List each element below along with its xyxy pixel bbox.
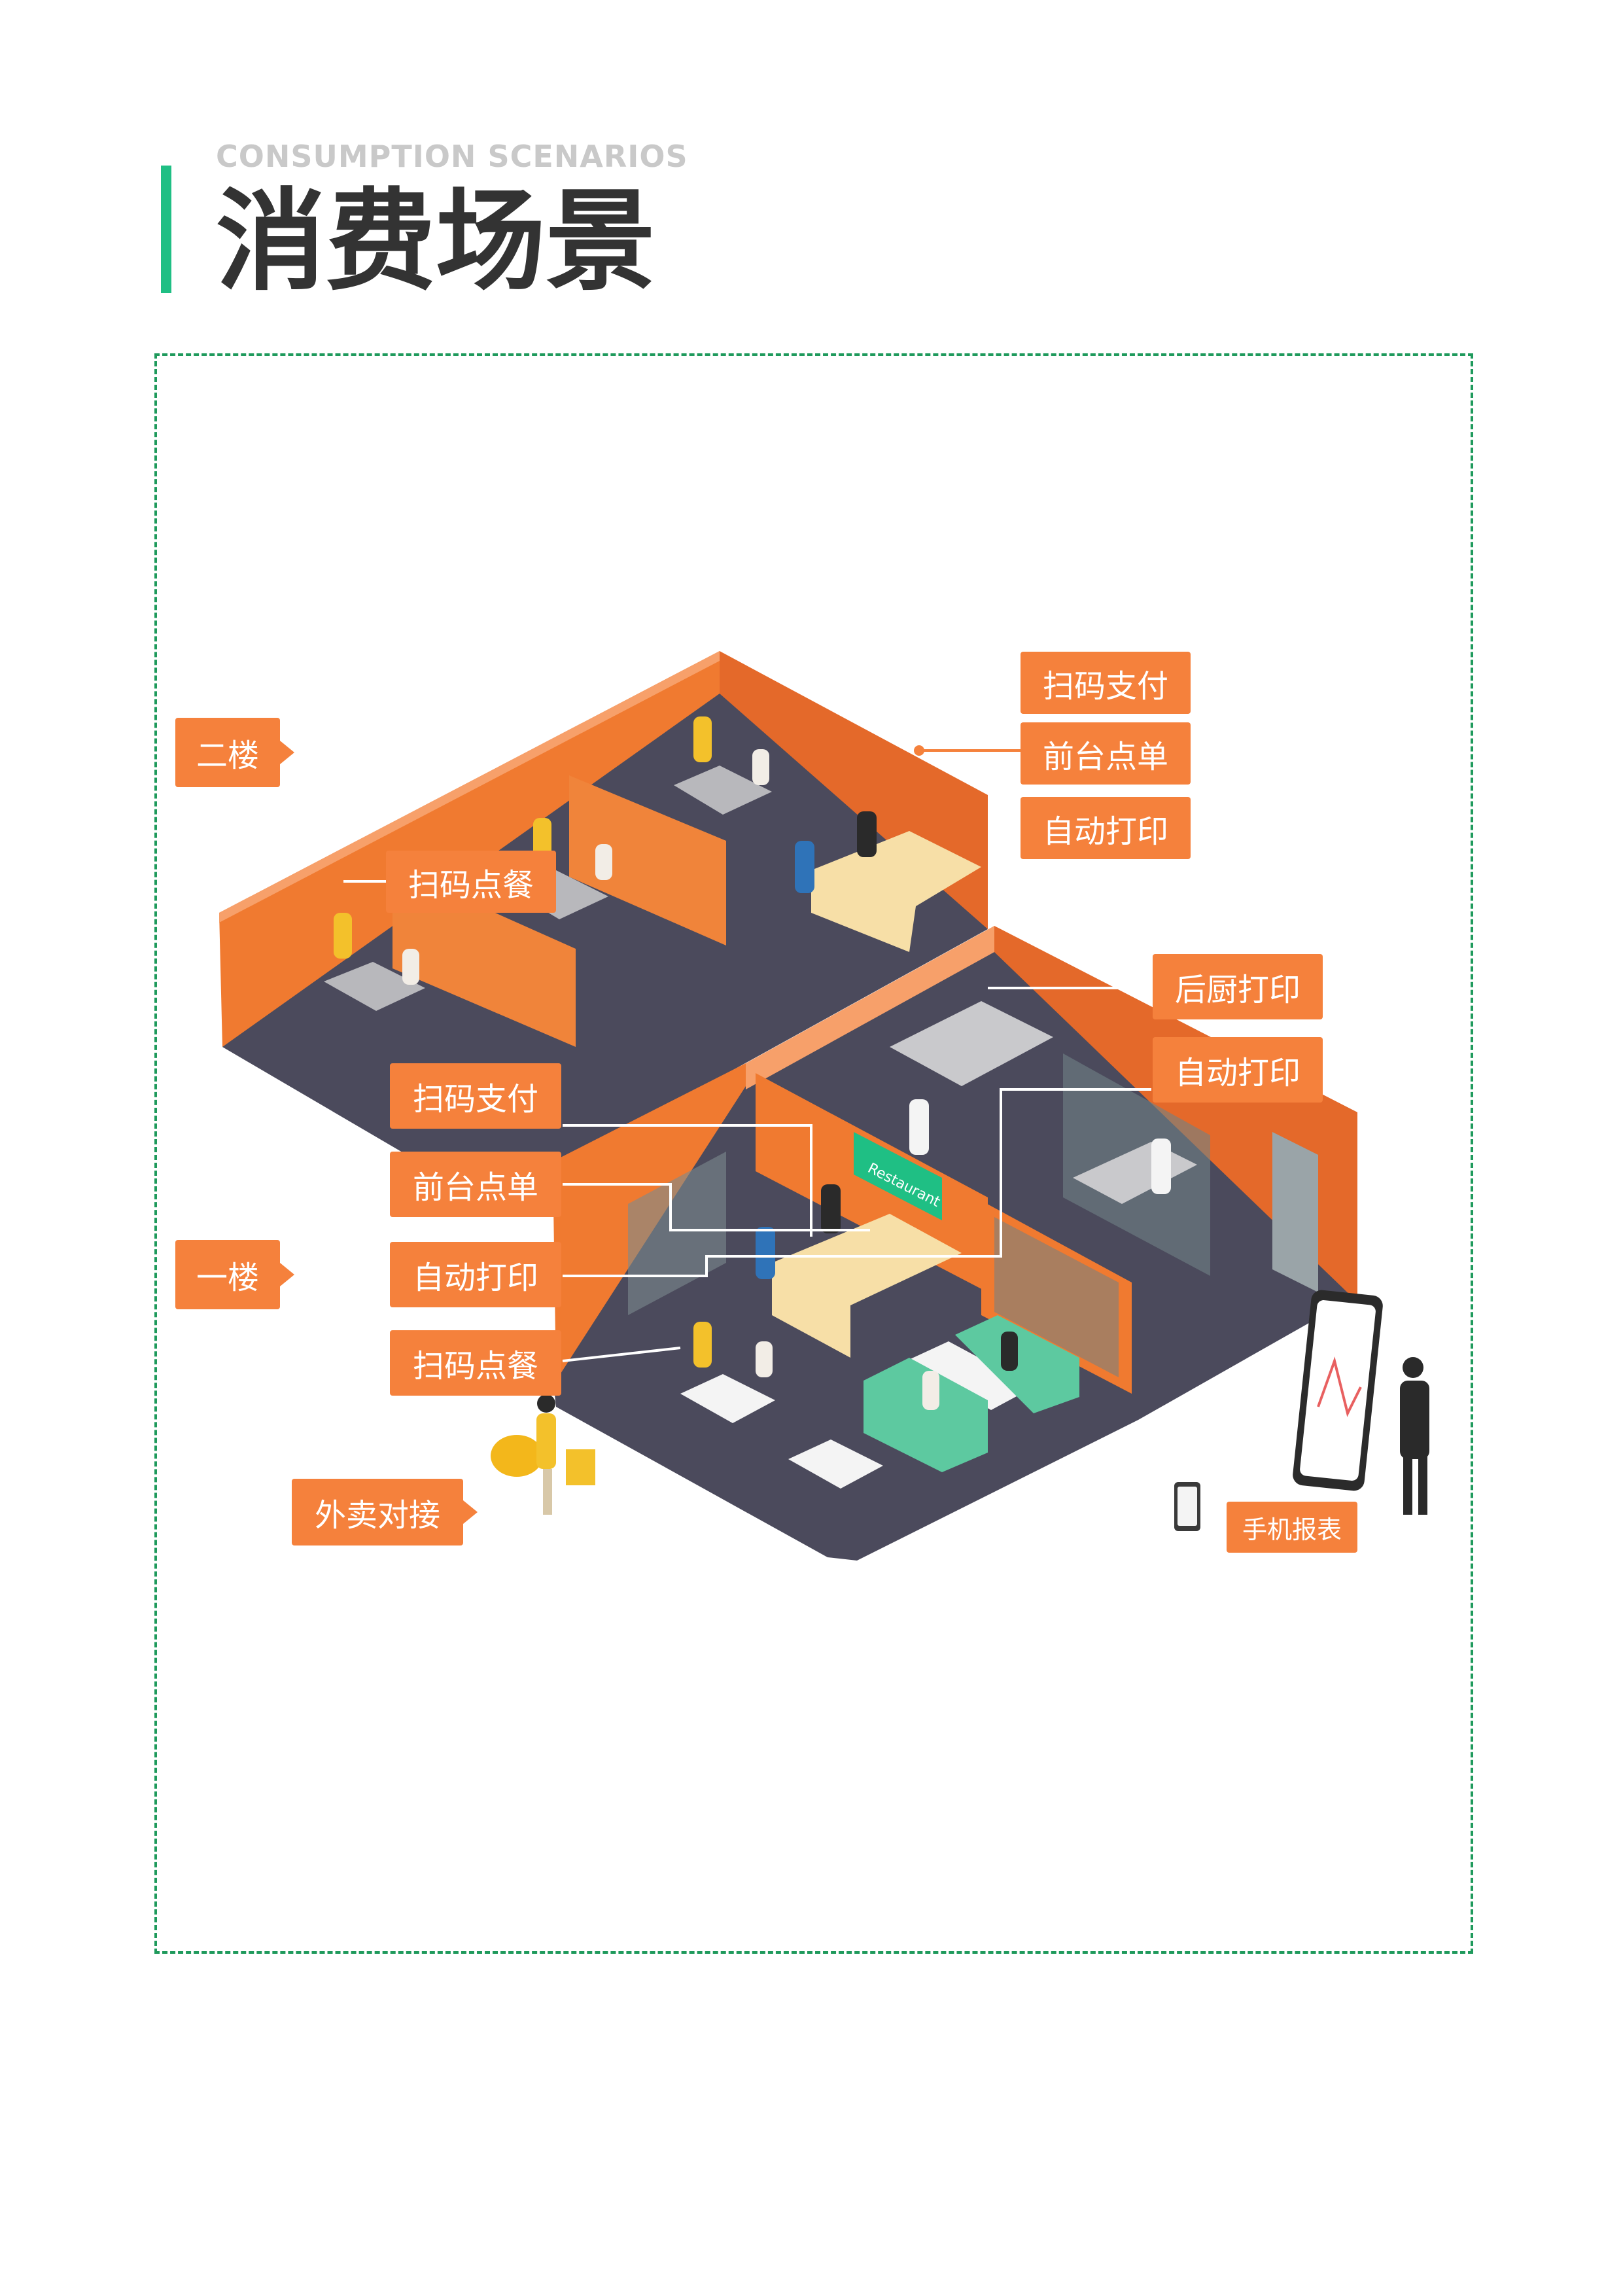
label-mobile-report: 手机报表 bbox=[1227, 1502, 1357, 1553]
window bbox=[628, 1152, 726, 1315]
table bbox=[324, 962, 425, 1011]
page-title: 消费场景 bbox=[216, 177, 655, 306]
restaurant-sign bbox=[854, 1132, 942, 1220]
label-first-scan-order: 扫码点餐 bbox=[390, 1330, 561, 1396]
counter bbox=[811, 831, 981, 952]
door bbox=[1272, 1132, 1318, 1292]
sofa bbox=[864, 1358, 988, 1472]
illustration-frame bbox=[154, 353, 1473, 1954]
table bbox=[674, 766, 772, 815]
label-second-front-order: 前台点单 bbox=[1021, 722, 1191, 785]
subtitle-en: CONSUMPTION SCENARIOS bbox=[216, 139, 688, 174]
label-second-scan-order: 扫码点餐 bbox=[386, 851, 556, 913]
floor-label-second: 二楼 bbox=[175, 718, 294, 787]
first-right-wall bbox=[994, 926, 1357, 1302]
label-first-auto-print: 自动打印 bbox=[390, 1242, 561, 1307]
connector-lines-orange bbox=[914, 745, 1021, 756]
table bbox=[906, 1341, 1034, 1410]
floor-label-first: 一楼 bbox=[175, 1240, 294, 1309]
partition bbox=[569, 775, 726, 945]
label-delivery: 外卖对接 bbox=[292, 1479, 478, 1545]
front-counter bbox=[772, 1214, 962, 1358]
kitchen-counter bbox=[890, 1001, 1053, 1086]
label-first-front-order: 前台点单 bbox=[390, 1152, 561, 1217]
label-second-scan-pay: 扫码支付 bbox=[1021, 652, 1191, 714]
table bbox=[788, 1439, 883, 1489]
label-kitchen-auto-print: 自动打印 bbox=[1153, 1037, 1323, 1103]
label-kitchen-print: 后厨打印 bbox=[1153, 954, 1323, 1019]
table bbox=[680, 1374, 775, 1423]
mobile-report-illustration bbox=[1174, 1290, 1429, 1531]
delivery-rider bbox=[491, 1394, 595, 1515]
label-second-auto-print: 自动打印 bbox=[1021, 797, 1191, 859]
label-first-scan-pay: 扫码支付 bbox=[390, 1063, 561, 1129]
accent-bar bbox=[161, 166, 171, 293]
